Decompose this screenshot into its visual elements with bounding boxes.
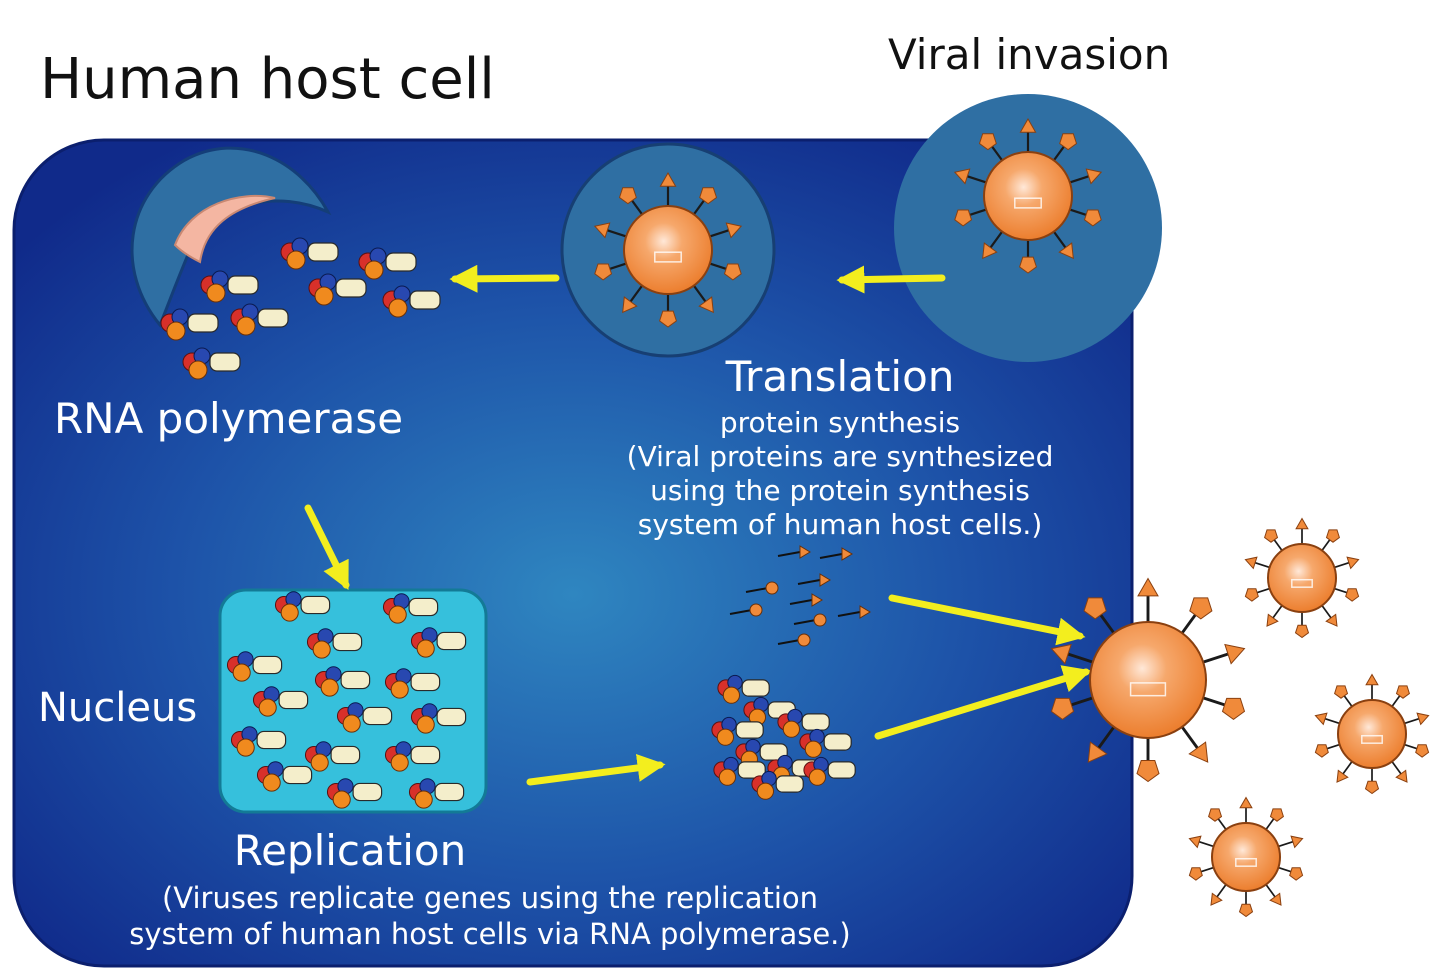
protein-icon xyxy=(837,605,871,619)
rna-polymerase-label: RNA polymerase xyxy=(54,394,404,443)
gene-icon xyxy=(711,716,764,746)
process-arrows xyxy=(304,264,1092,786)
translation-line: protein synthesis xyxy=(719,406,961,439)
gene-icon xyxy=(751,770,804,800)
viral-proteins xyxy=(729,545,871,647)
gene-icon xyxy=(200,270,259,303)
arrow-vesicle-to-polymerase xyxy=(449,264,560,293)
replication-line: (Viruses replicate genes using the repli… xyxy=(161,881,819,915)
gene-icon xyxy=(408,778,465,809)
protein-icon xyxy=(793,613,827,627)
gene-icon xyxy=(230,303,289,336)
gene-icon xyxy=(230,726,287,757)
gene-icon xyxy=(384,741,441,772)
replication-line: system of human host cells via RNA polym… xyxy=(129,917,851,951)
gene-icon xyxy=(717,674,770,704)
gene-icon xyxy=(799,728,852,758)
gene-icon xyxy=(382,593,439,624)
virus-icon xyxy=(1314,673,1430,795)
gene-icon xyxy=(304,741,361,772)
virus-particles xyxy=(593,117,1430,918)
virus-icon xyxy=(1244,517,1360,639)
gene-icon xyxy=(252,686,309,717)
gene-icon xyxy=(226,651,283,682)
virus-icon xyxy=(953,117,1103,274)
gene-icon xyxy=(410,703,467,734)
translation-line: (Viral proteins are synthesized xyxy=(626,440,1054,473)
gene-icon xyxy=(336,702,393,733)
gene-icon xyxy=(160,308,219,341)
gene-icon xyxy=(280,237,339,270)
virus-icon xyxy=(593,171,743,328)
translation-line: system of human host cells.) xyxy=(637,508,1043,541)
gene-icon xyxy=(308,273,367,306)
gene-icon xyxy=(274,591,331,622)
viral-invasion-label: Viral invasion xyxy=(888,30,1171,79)
gene-icon xyxy=(306,628,363,659)
gene-icon xyxy=(713,756,766,786)
gene-icon xyxy=(777,708,830,738)
translation-description: protein synthesis (Viral proteins are sy… xyxy=(580,406,1100,542)
protein-icon xyxy=(797,573,831,587)
rna-polymerase-cup xyxy=(130,146,332,328)
gene-icon xyxy=(382,285,441,318)
protein-icon xyxy=(729,603,763,617)
nucleus-label: Nucleus xyxy=(38,685,198,731)
diagram-title: Human host cell xyxy=(40,47,495,112)
arrow-nucleus-to-genes xyxy=(526,754,666,786)
protein-icon xyxy=(819,547,853,561)
gene-icon xyxy=(803,756,856,786)
protein-icon xyxy=(777,545,811,559)
gene-icon xyxy=(743,696,796,726)
gene-icon xyxy=(182,347,241,380)
gene-icon xyxy=(256,761,313,792)
gene-icon xyxy=(326,778,383,809)
arrow-genes-to-assembly xyxy=(874,665,1092,740)
arrow-proteins-to-assembly xyxy=(888,594,1086,646)
gene-icon xyxy=(410,627,467,658)
protein-icon xyxy=(789,593,823,607)
arrow-invasion-to-vesicle xyxy=(836,265,946,294)
virus-icon xyxy=(1188,796,1304,918)
gene-clusters xyxy=(160,237,856,809)
gene-icon xyxy=(314,666,371,697)
translation-line: using the protein synthesis xyxy=(650,474,1030,507)
replication-heading: Replication xyxy=(233,826,467,875)
protein-icon xyxy=(777,633,811,647)
gene-icon xyxy=(358,247,417,280)
virus-icon xyxy=(1050,577,1246,783)
protein-icon xyxy=(745,581,779,595)
gene-icon xyxy=(384,668,441,699)
arrow-polymerase-to-nucleus xyxy=(304,504,350,591)
translation-heading: Translation xyxy=(725,352,955,401)
replication-description: (Viruses replicate genes using the repli… xyxy=(60,880,920,952)
